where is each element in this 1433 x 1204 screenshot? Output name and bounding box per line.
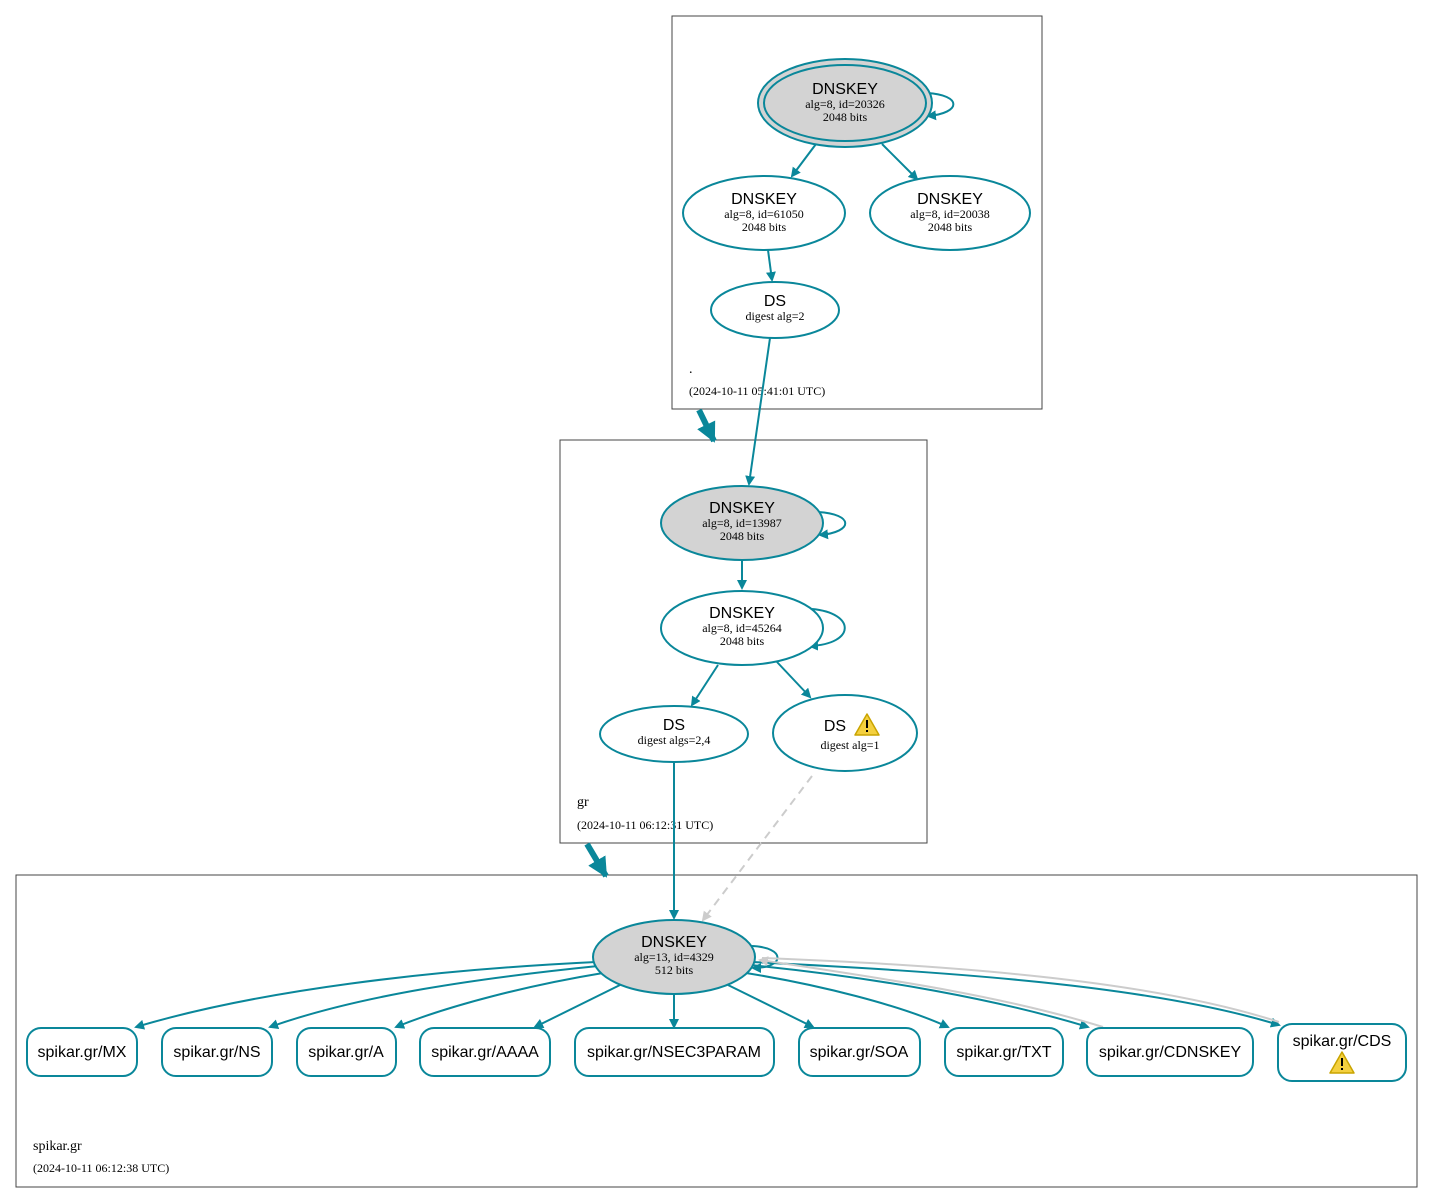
edge-gr-zsk-self — [808, 608, 846, 651]
node-detail: 2048 bits — [823, 110, 868, 124]
node-title: DS — [663, 717, 685, 734]
rrset-cdnskey[interactable]: spikar.gr/CDNSKEY — [1086, 1027, 1254, 1077]
node-root-zsk-61050[interactable]: DNSKEY alg=8, id=61050 2048 bits — [682, 175, 846, 251]
edge-cdnskey-spikar-ksk — [758, 956, 1104, 1028]
node-title: DNSKEY — [731, 191, 797, 208]
rrset-label: spikar.gr/SOA — [810, 1044, 909, 1061]
node-title: DNSKEY — [917, 191, 983, 208]
node-detail: digest alg=2 — [745, 309, 804, 323]
node-detail: 2048 bits — [720, 529, 765, 543]
rrset-soa[interactable]: spikar.gr/SOA — [798, 1027, 921, 1077]
rrset-ns[interactable]: spikar.gr/NS — [161, 1027, 273, 1077]
edge-root-ksk-self — [926, 92, 955, 121]
rrset-txt[interactable]: spikar.gr/TXT — [944, 1027, 1064, 1077]
edge-spikar-ksk-ns — [268, 965, 599, 1030]
node-detail: alg=8, id=20038 — [910, 207, 990, 221]
node-detail: digest alg=1 — [820, 738, 879, 752]
rrset-label: spikar.gr/MX — [38, 1044, 127, 1061]
rrset-a[interactable]: spikar.gr/A — [296, 1027, 397, 1077]
rrset-label: spikar.gr/CDS — [1293, 1033, 1392, 1050]
edge-spikar-ksk-cds — [751, 961, 1281, 1028]
warning-icon — [1329, 1051, 1355, 1074]
node-gr-ksk[interactable]: DNSKEY alg=8, id=13987 2048 bits — [660, 485, 824, 561]
node-gr-zsk[interactable]: DNSKEY alg=8, id=45264 2048 bits — [660, 590, 824, 666]
edge-spikar-ksk-mx — [134, 961, 597, 1030]
edge-gr-zsk-ds1 — [690, 664, 719, 707]
node-detail: 2048 bits — [720, 634, 765, 648]
warning-icon — [854, 713, 880, 736]
edge-gr-zsk-ds2 — [776, 661, 812, 699]
node-detail: 2048 bits — [928, 220, 973, 234]
node-gr-ds-2-4[interactable]: DS digest algs=2,4 — [599, 705, 749, 763]
node-root-zsk-20038[interactable]: DNSKEY alg=8, id=20038 2048 bits — [869, 175, 1031, 251]
node-title: DS — [824, 718, 846, 735]
node-title: DNSKEY — [709, 605, 775, 622]
rrset-nsec3param[interactable]: spikar.gr/NSEC3PARAM — [574, 1027, 775, 1077]
rrset-label: spikar.gr/NSEC3PARAM — [587, 1044, 761, 1061]
node-title: DNSKEY — [812, 81, 878, 98]
rrset-label: spikar.gr/CDNSKEY — [1099, 1044, 1242, 1061]
zone-spikar-name: spikar.gr — [33, 1139, 82, 1154]
edge-gr-ksk-self — [817, 511, 847, 540]
zone-spikar-timestamp: (2024-10-11 06:12:38 UTC) — [33, 1161, 169, 1175]
rrset-label: spikar.gr/TXT — [956, 1044, 1051, 1061]
edge-spikar-ksk-soa — [727, 984, 815, 1028]
node-detail: alg=8, id=61050 — [724, 207, 804, 221]
node-detail: alg=13, id=4329 — [634, 950, 714, 964]
edge-spikar-ksk-a — [394, 972, 604, 1029]
zone-gr-timestamp: (2024-10-11 06:12:31 UTC) — [577, 818, 713, 832]
node-detail: alg=8, id=20326 — [805, 97, 885, 111]
rrset-aaaa[interactable]: spikar.gr/AAAA — [419, 1027, 551, 1077]
edge-root-ds-gr-ksk — [745, 337, 771, 486]
delegation-arrow-root-gr — [696, 408, 717, 443]
edge-root-ksk-zsk2 — [881, 143, 919, 181]
node-detail: alg=8, id=45264 — [702, 621, 782, 635]
zone-root-timestamp: (2024-10-11 05:41:01 UTC) — [689, 384, 825, 398]
node-gr-ds-1[interactable]: DS digest alg=1 — [772, 694, 918, 772]
edge-spikar-ksk-aaaa — [533, 984, 621, 1028]
edge-spikar-ksk-self — [750, 945, 779, 973]
node-detail: digest algs=2,4 — [638, 733, 711, 747]
node-root-ksk[interactable]: DNSKEY alg=8, id=20326 2048 bits — [757, 58, 933, 148]
edge-spikar-ksk-cdnskey — [749, 964, 1090, 1030]
edge-cds-spikar-ksk — [761, 957, 1280, 1023]
rrset-cds[interactable]: spikar.gr/CDS — [1277, 1023, 1407, 1082]
edge-gr-ds2-spikar-ksk — [701, 775, 813, 922]
edge-spikar-ksk-txt — [745, 972, 950, 1029]
node-detail: alg=8, id=13987 — [702, 516, 782, 530]
node-title: DNSKEY — [641, 934, 707, 951]
rrset-label: spikar.gr/AAAA — [431, 1044, 539, 1061]
rrset-label: spikar.gr/NS — [173, 1044, 260, 1061]
edge-root-zsk1-ds — [765, 249, 776, 282]
rrset-mx[interactable]: spikar.gr/MX — [26, 1027, 138, 1077]
edge-root-ksk-zsk1 — [790, 143, 817, 178]
delegation-arrow-gr-spikar — [584, 842, 609, 878]
node-title: DNSKEY — [709, 500, 775, 517]
node-detail: 2048 bits — [742, 220, 787, 234]
node-spikar-ksk[interactable]: DNSKEY alg=13, id=4329 512 bits — [592, 919, 756, 995]
node-root-ds[interactable]: DS digest alg=2 — [710, 281, 840, 339]
node-detail: 512 bits — [655, 963, 694, 977]
rrset-label: spikar.gr/A — [308, 1044, 384, 1061]
zone-gr-name: gr — [577, 795, 589, 810]
node-title: DS — [764, 293, 786, 310]
zone-root-name: . — [689, 362, 693, 377]
